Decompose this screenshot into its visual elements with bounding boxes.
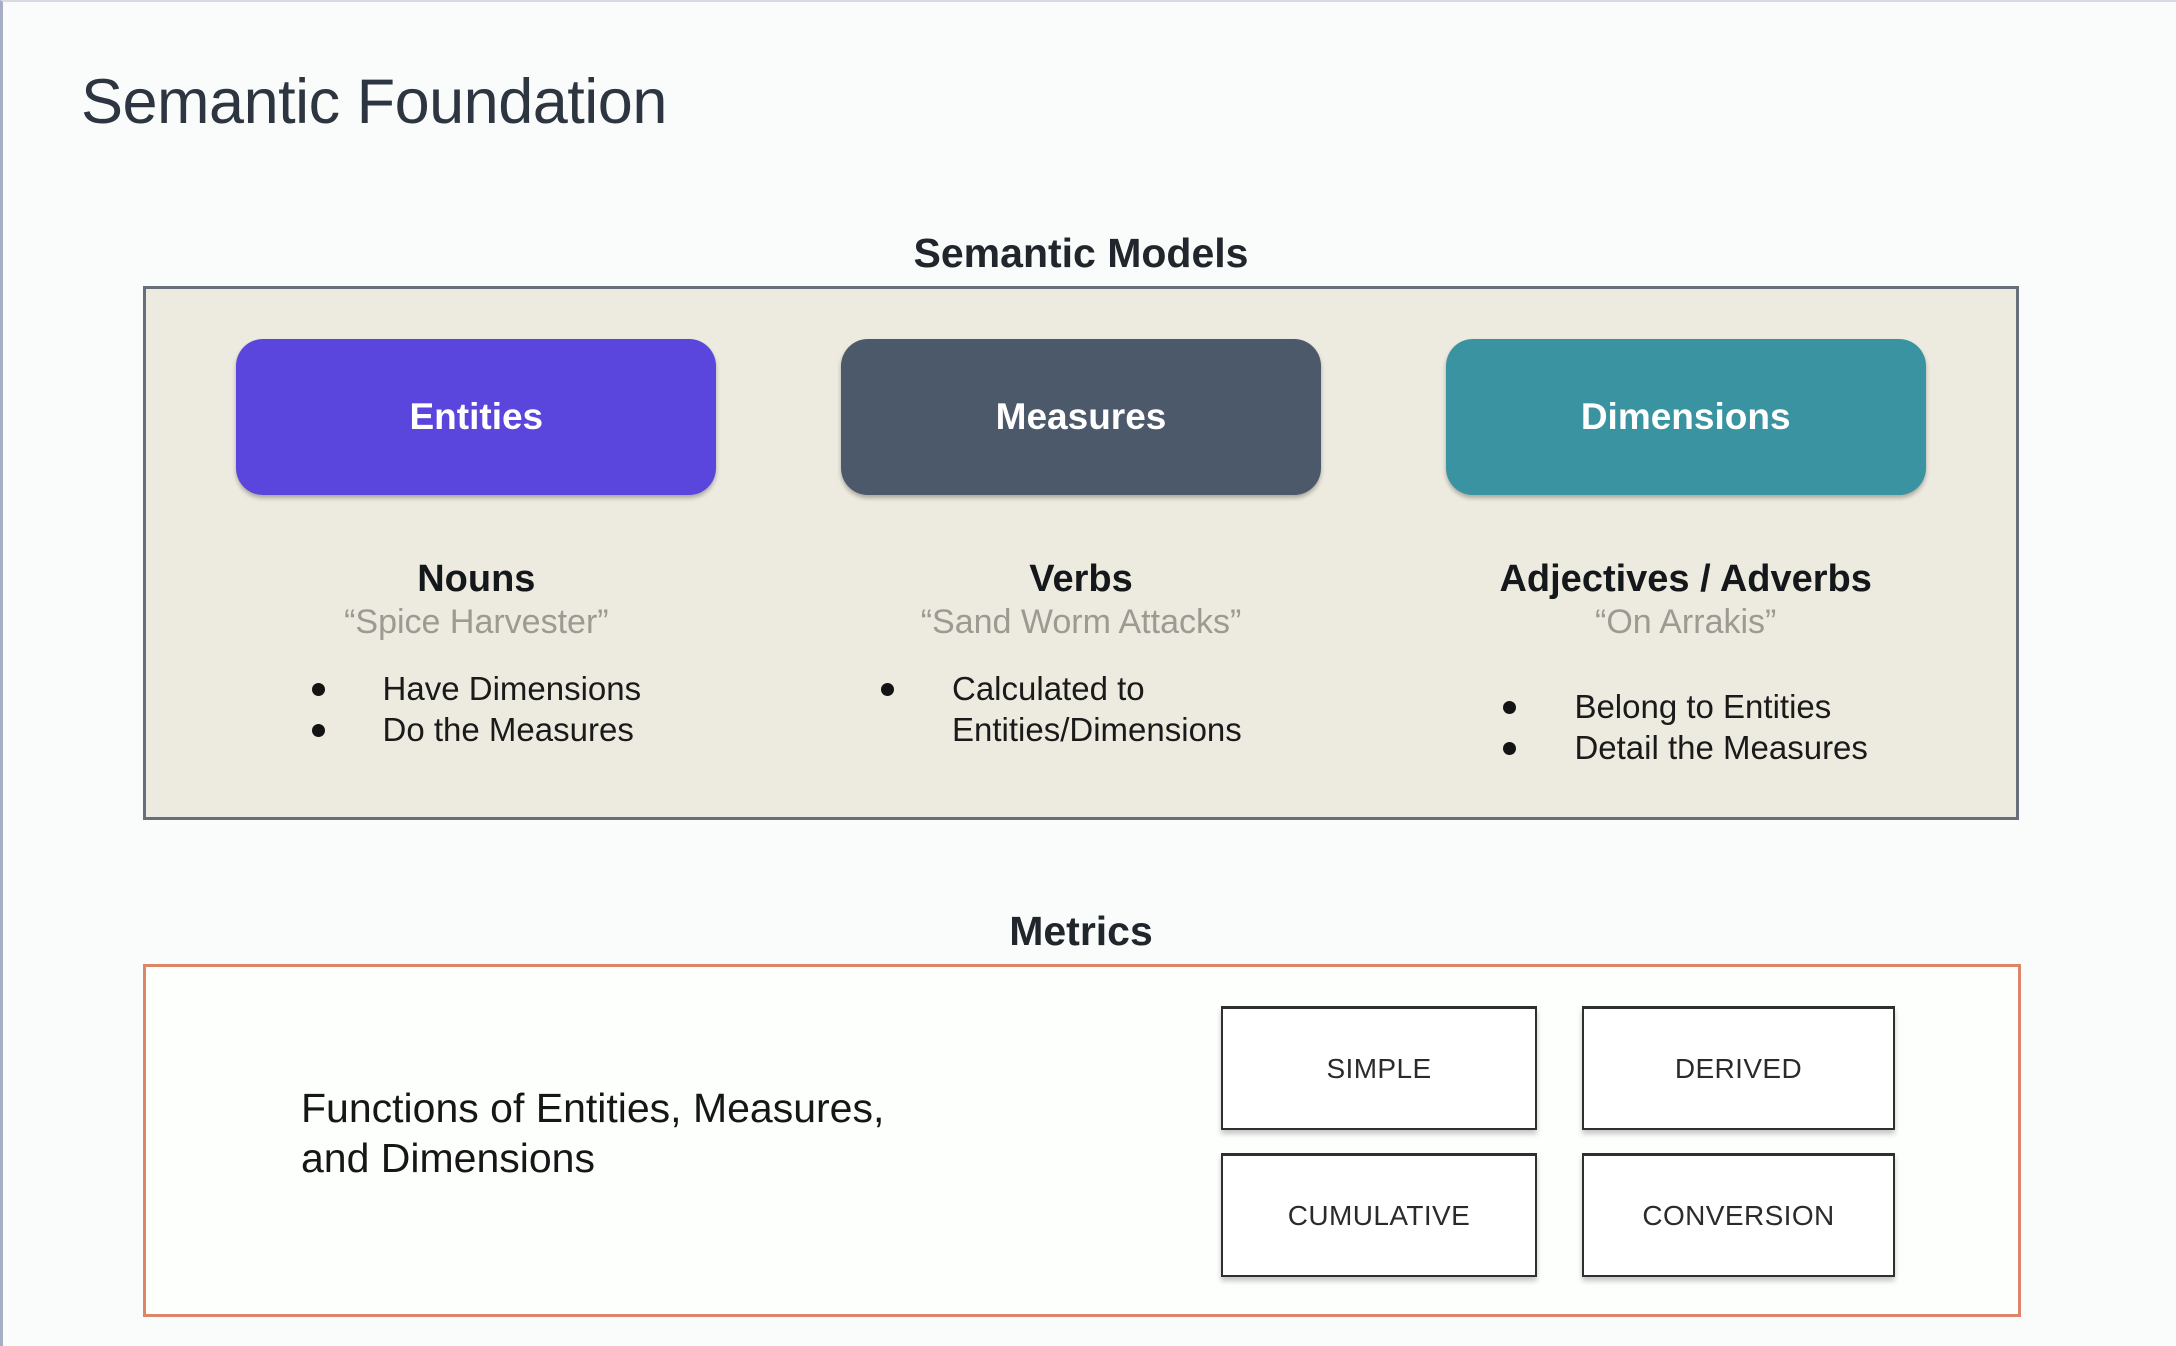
- bullet-text: Have Dimensions: [382, 669, 642, 707]
- dimensions-example: “On Arrakis”: [1595, 602, 1777, 641]
- metrics-panel: Functions of Entities, Measures, and Dim…: [143, 964, 2021, 1317]
- bullet-item: Belong to Entities: [1503, 686, 1867, 728]
- bullet-dot-icon: [881, 682, 894, 696]
- bullet-dot-icon: [311, 724, 325, 738]
- metric-box-simple: SIMPLE: [1221, 1006, 1537, 1130]
- bullet-text: Do the Measures: [382, 711, 634, 749]
- metrics-description: Functions of Entities, Measures, and Dim…: [301, 1085, 885, 1182]
- bullet-item: Do the Measures: [311, 709, 642, 751]
- measures-bullet-list: Calculated to Entities/Dimensions: [881, 668, 1281, 751]
- measures-pill-label: Measures: [995, 396, 1167, 437]
- bullet-item: Detail the Measures: [1503, 727, 1868, 769]
- bullet-text: Calculated to Entities/Dimensions: [952, 669, 1242, 749]
- entities-example: “Spice Harvester”: [344, 602, 609, 641]
- semantic-models-panel: Entities Nouns “Spice Harvester” Have Di…: [143, 286, 2019, 820]
- measures-example: “Sand Worm Attacks”: [920, 602, 1242, 641]
- metric-box-cumulative: CUMULATIVE: [1221, 1153, 1537, 1277]
- semantic-models-heading: Semantic Models: [913, 230, 1249, 276]
- metric-box-derived: DERIVED: [1582, 1006, 1895, 1130]
- entities-bullet-list: Have Dimensions Do the Measures: [311, 668, 642, 751]
- dimensions-part-of-speech: Adjectives / Adverbs: [1499, 558, 1872, 600]
- bullet-dot-icon: [1503, 700, 1517, 714]
- dimensions-bullet-list: Belong to Entities Detail the Measures: [1503, 686, 1868, 769]
- bullet-text: Belong to Entities: [1574, 687, 1832, 725]
- measures-pill: Measures: [841, 339, 1321, 495]
- semantic-column-measures: Measures Verbs “Sand Worm Attacks” Calcu…: [779, 339, 1384, 817]
- bullet-text: Detail the Measures: [1574, 729, 1868, 767]
- entities-pill-label: Entities: [409, 396, 544, 437]
- entities-pill: Entities: [236, 339, 717, 495]
- page-title: Semantic Foundation: [81, 67, 667, 137]
- bullet-dot-icon: [311, 682, 325, 696]
- semantic-column-entities: Entities Nouns “Spice Harvester” Have Di…: [174, 339, 779, 817]
- metrics-heading: Metrics: [1009, 908, 1153, 954]
- semantic-column-dimensions: Dimensions Adjectives / Adverbs “On Arra…: [1383, 339, 1988, 817]
- dimensions-pill-label: Dimensions: [1580, 396, 1791, 437]
- metric-box-conversion: CONVERSION: [1582, 1153, 1895, 1277]
- entities-part-of-speech: Nouns: [417, 558, 536, 600]
- bullet-item: Calculated to Entities/Dimensions: [881, 668, 1281, 751]
- dimensions-pill: Dimensions: [1445, 339, 1926, 495]
- measures-part-of-speech: Verbs: [1029, 558, 1133, 600]
- bullet-item: Have Dimensions: [311, 668, 642, 710]
- bullet-dot-icon: [1503, 742, 1517, 756]
- metric-types-grid: SIMPLE DERIVED CUMULATIVE CONVERSION: [1221, 1006, 1895, 1277]
